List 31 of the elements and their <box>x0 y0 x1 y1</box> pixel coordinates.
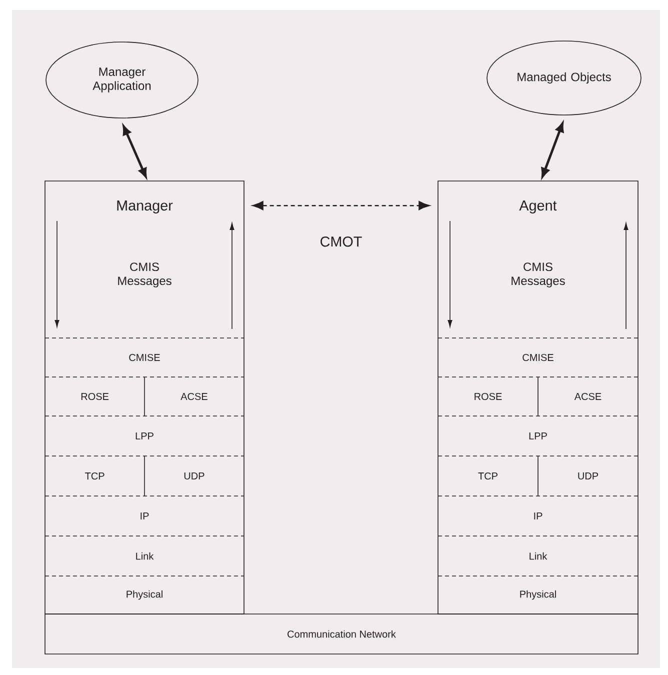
layer-cell: Link <box>530 552 548 560</box>
layer-cell: Physical <box>126 590 162 600</box>
ellipse-node: Manager Application <box>46 42 198 118</box>
stack-box <box>44 180 244 614</box>
layer-cell: LPP <box>529 432 547 440</box>
layer-cell: ROSE <box>81 392 109 400</box>
arrow <box>252 201 430 210</box>
layer-cell: ROSE <box>474 392 502 400</box>
arrow <box>541 122 564 178</box>
layer-cell: UDP <box>578 472 598 480</box>
layer-cell: Physical <box>520 590 556 600</box>
stack-title: Manager <box>117 200 173 214</box>
layer-cell: CMISE <box>129 354 160 362</box>
layer-cell: UDP <box>184 472 204 480</box>
message-label: CMIS Messages <box>512 262 565 288</box>
layer-cell: ACSE <box>180 392 208 400</box>
message-label: CMIS Messages <box>118 262 172 288</box>
stack-box <box>438 180 638 614</box>
arrow <box>122 126 147 178</box>
layer-cell: LPP <box>136 432 154 440</box>
stack-title: Agent <box>519 200 557 214</box>
layer-cell: ACSE <box>574 392 602 400</box>
edge-label: CMOT <box>318 234 364 249</box>
ellipse-node: Managed Objects <box>486 40 642 116</box>
layer-cell: IP <box>140 512 149 520</box>
layer-cell: CMISE <box>522 354 554 362</box>
network-box: Communication Network <box>44 614 638 654</box>
layer-cell: Link <box>136 552 154 560</box>
layer-cell: IP <box>534 512 542 520</box>
layer-cell: TCP <box>478 472 498 480</box>
layer-cell: TCP <box>85 472 104 480</box>
